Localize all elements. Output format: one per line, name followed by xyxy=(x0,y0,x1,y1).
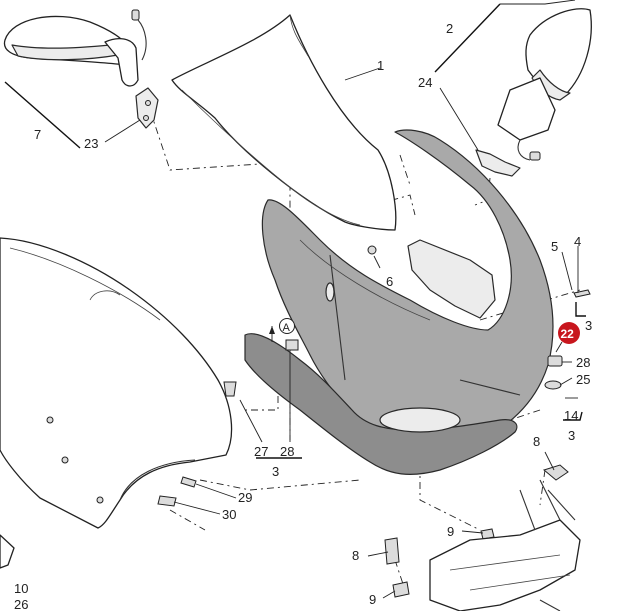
callout-8-right: 8 xyxy=(533,434,540,449)
hardware xyxy=(157,245,591,598)
left-mirror xyxy=(3,9,147,87)
callout-7: 7 xyxy=(34,127,41,142)
windscreen xyxy=(171,14,397,231)
left-side-panel xyxy=(0,237,233,569)
right-mirror xyxy=(497,8,592,161)
callout-3-left: 3 xyxy=(272,464,279,479)
highlight-badge: 22 xyxy=(558,322,580,344)
callout-9-right: 9 xyxy=(447,524,454,539)
callout-27: 27 xyxy=(254,444,268,459)
callout-30: 30 xyxy=(222,507,236,522)
callout-5: 5 xyxy=(551,239,558,254)
fairing-inner-panel xyxy=(407,239,496,319)
callout-4: 4 xyxy=(574,234,581,249)
callout-3-top: 3 xyxy=(585,318,592,333)
callout-14: 14 xyxy=(564,408,578,423)
badge-label: 22 xyxy=(561,327,575,341)
callout-24: 24 xyxy=(418,75,432,90)
callout-8-bottom: 8 xyxy=(352,548,359,563)
callout-29: 29 xyxy=(238,490,252,505)
fairing-subframe xyxy=(429,479,581,611)
callout-28-left: 28 xyxy=(280,444,294,459)
callout-10: 10 xyxy=(14,581,28,596)
callout-9-bottom: 9 xyxy=(369,592,376,607)
callout-26: 26 xyxy=(14,597,28,611)
callout-2: 2 xyxy=(446,21,453,36)
leader-lines xyxy=(4,0,586,599)
callout-23: 23 xyxy=(84,136,98,151)
front-fairing xyxy=(244,129,554,475)
callout-3-right: 3 xyxy=(568,428,575,443)
left-mirror-mount-plate xyxy=(135,87,159,129)
right-mirror-mount-plate xyxy=(475,149,521,177)
callout-labels: 1 2 7 23 24 4 5 6 3 28 25 14 3 8 9 8 9 2… xyxy=(14,21,592,611)
callout-28-right: 28 xyxy=(576,355,590,370)
marker-a-label: A xyxy=(283,322,291,334)
callout-25: 25 xyxy=(576,372,590,387)
marker-arrow-icon xyxy=(269,326,275,334)
callout-1: 1 xyxy=(377,58,384,73)
callout-6: 6 xyxy=(386,274,393,289)
reference-marker-a: A xyxy=(269,318,295,334)
